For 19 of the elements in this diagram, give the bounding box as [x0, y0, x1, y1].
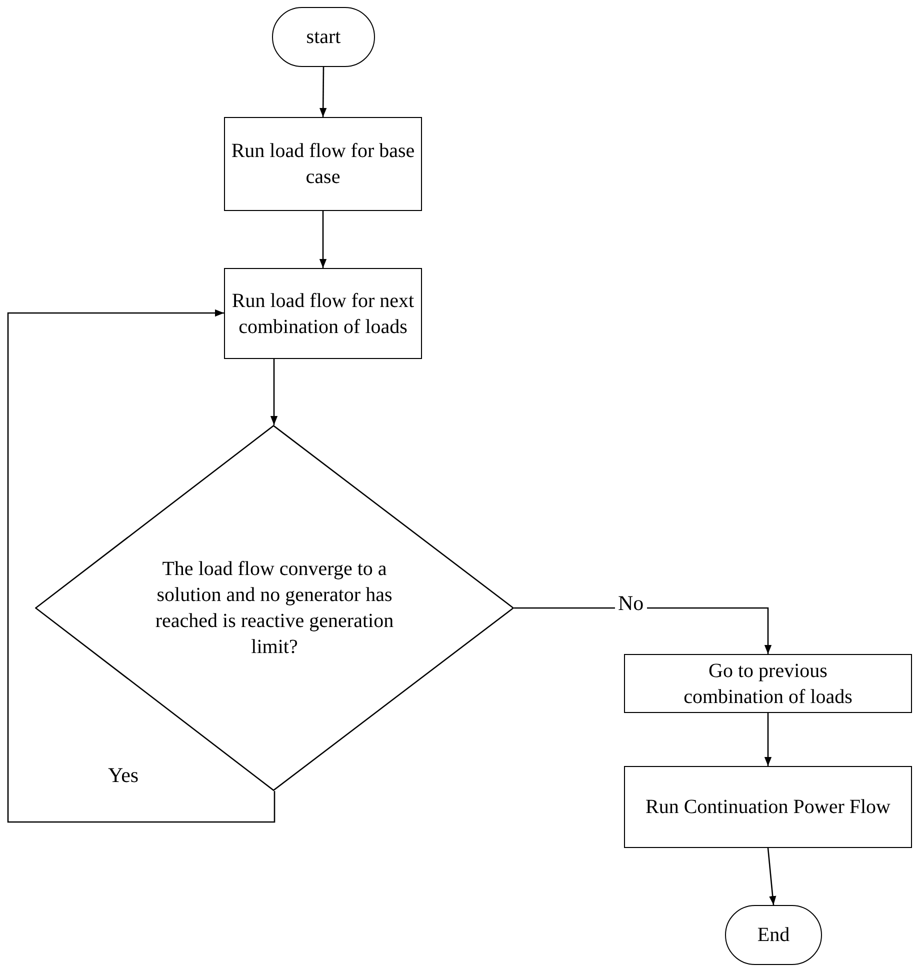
node-label: Go to previous combination of loads: [682, 658, 854, 710]
node-label: The load flow converge to a solution and no generator has reached is reactive generation limit?: [154, 557, 395, 660]
process-box: [624, 654, 912, 713]
decision-diamond: [35, 425, 514, 791]
node-label: start: [306, 25, 341, 50]
node-label: Run load flow for base case: [230, 139, 416, 190]
node-label: End: [757, 923, 790, 948]
node-label: Run Continuation Power Flow: [645, 795, 890, 820]
arrow: [319, 211, 327, 268]
process-box: [624, 766, 912, 848]
arrow: [320, 67, 327, 117]
process-box: [224, 268, 422, 359]
arrow: [514, 607, 772, 654]
process-box: [224, 117, 422, 211]
node-label: Run load flow for next combination of loads: [230, 288, 416, 340]
arrow: [767, 848, 776, 906]
arrow: [764, 713, 772, 766]
arrow: [7, 309, 276, 823]
arrow: [270, 359, 278, 425]
